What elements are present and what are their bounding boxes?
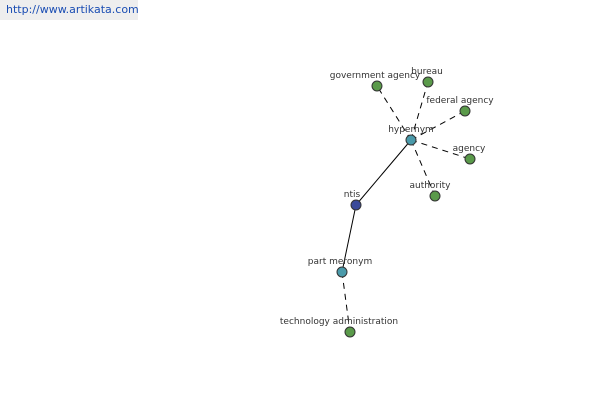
label-government-agency: government agency: [330, 71, 421, 81]
label-bureau: bureau: [411, 67, 443, 77]
node-government-agency[interactable]: [371, 80, 383, 92]
label-agency: agency: [453, 144, 486, 154]
label-technology-administration: technology administration: [280, 317, 398, 327]
node-part-meronym[interactable]: [336, 266, 348, 278]
node-bureau[interactable]: [422, 76, 434, 88]
node-ntis[interactable]: [350, 199, 362, 211]
label-authority: authority: [409, 181, 451, 191]
node-authority[interactable]: [429, 190, 441, 202]
node-technology-administration[interactable]: [344, 326, 356, 338]
label-federal-agency: federal agency: [426, 96, 494, 106]
node-hypernym[interactable]: [405, 134, 417, 146]
label-part-meronym: part meronym: [308, 257, 372, 267]
node-federal-agency[interactable]: [459, 105, 471, 117]
edge-ntis-part-meronym: [341, 204, 357, 273]
node-agency[interactable]: [464, 153, 476, 165]
label-ntis: ntis: [344, 190, 361, 200]
watermark-link[interactable]: http://www.artikata.com: [0, 0, 139, 20]
label-hypernym: hypernym: [388, 125, 434, 135]
edge-ntis-hypernym: [355, 139, 412, 206]
